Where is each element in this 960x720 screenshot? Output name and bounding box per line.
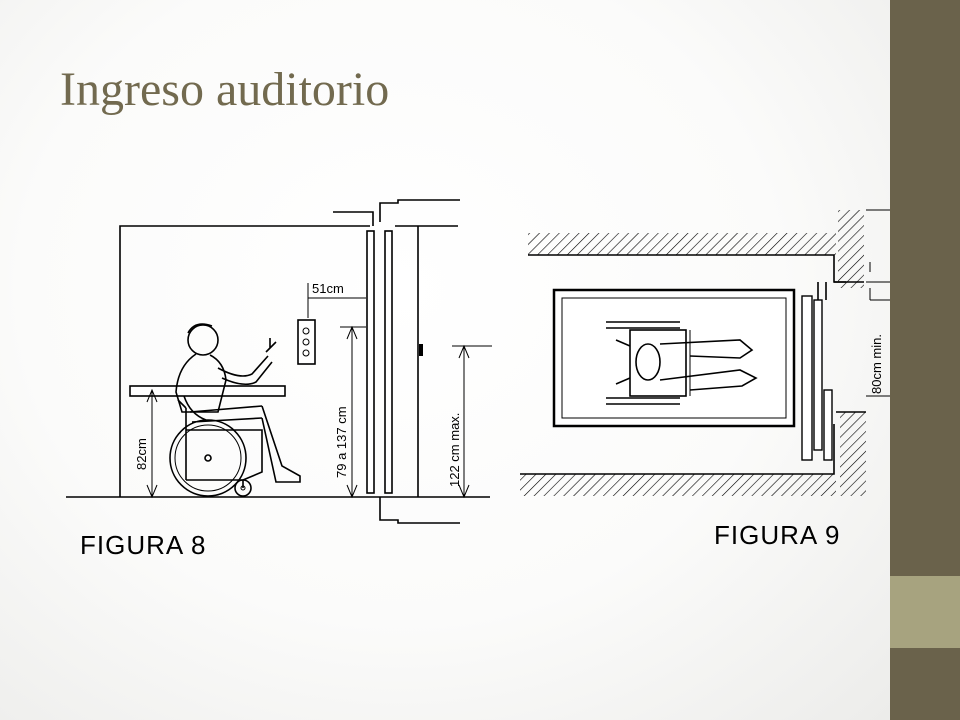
wall-top	[528, 233, 836, 255]
svg-text:79 a 137 cm: 79 a 137 cm	[334, 406, 349, 478]
handrail	[129, 385, 286, 397]
cabin-inner	[561, 297, 787, 419]
dim-80: 80cm min.	[866, 288, 890, 397]
wheelchair-user	[169, 323, 301, 497]
svg-text:82cm: 82cm	[134, 438, 149, 470]
svg-text:80cm min.: 80cm min.	[869, 334, 884, 394]
wheelchair-plan	[606, 321, 758, 405]
dim-82: 82cm	[134, 388, 158, 499]
svg-text:51cm: 51cm	[312, 281, 344, 296]
figure-9-caption: FIGURA 9	[714, 520, 840, 550]
sliding-door-leaves	[801, 282, 833, 461]
wall-bottom	[520, 474, 836, 496]
side-band-accent	[890, 576, 960, 648]
figure-8-elevation: 51cm 82cm 79 a 137 cm 122 cm max.	[66, 199, 492, 560]
dim-50: 50cm	[866, 209, 890, 283]
accessibility-diagrams: 51cm 82cm 79 a 137 cm 122 cm max.	[66, 199, 890, 560]
slide-title: Ingreso auditorio	[60, 63, 390, 116]
dim-122: 122 cm max.	[447, 344, 492, 499]
side-band-bottom	[890, 648, 960, 720]
wall-right-top	[838, 210, 864, 288]
side-band-top	[890, 0, 960, 576]
wall-right-bottom	[840, 412, 866, 496]
call-button-panel	[297, 319, 316, 365]
wall-outline	[119, 225, 370, 497]
svg-text:122 cm max.: 122 cm max.	[447, 413, 462, 487]
elevator-cabin	[552, 288, 796, 428]
dim-79-137: 79 a 137 cm	[334, 325, 366, 499]
figure-9-plan: 50cm 80cm min. FIGURA 9	[520, 209, 890, 550]
elevator-door	[333, 199, 460, 524]
dim-51: 51cm	[307, 281, 366, 318]
figure-8-caption: FIGURA 8	[80, 530, 206, 560]
